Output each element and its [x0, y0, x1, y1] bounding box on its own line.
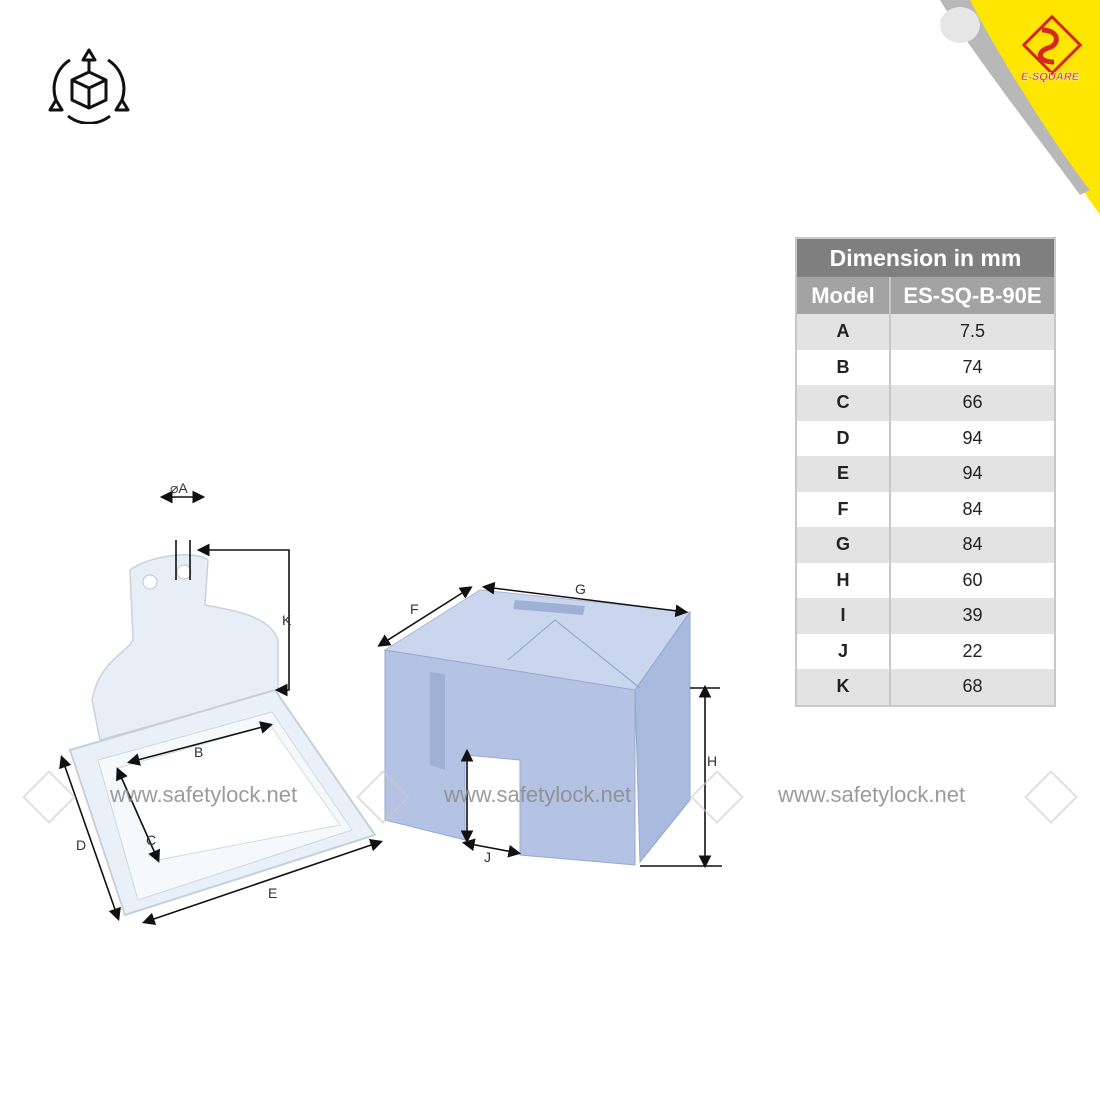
- 3d-rotate-cube-icon: [48, 48, 130, 124]
- label-g: G: [575, 581, 586, 597]
- e-square-logo: E-SQUARE: [940, 0, 1100, 215]
- dimension-key: G: [796, 527, 891, 563]
- dimension-value: 39: [890, 598, 1055, 634]
- cover-box: [383, 589, 691, 866]
- label-e: E: [268, 885, 277, 901]
- dimension-value: 84: [890, 527, 1055, 563]
- dimension-key: A: [796, 314, 891, 350]
- base-plate-with-tag: [68, 554, 377, 917]
- dimension-value: 94: [890, 456, 1055, 492]
- label-j: J: [484, 849, 491, 865]
- dimension-key: K: [796, 669, 891, 706]
- dimension-key: F: [796, 491, 891, 527]
- dimension-value: 68: [890, 669, 1055, 706]
- label-c: C: [146, 832, 156, 848]
- watermark-text: www.safetylock.net: [444, 782, 632, 807]
- label-b: B: [194, 744, 203, 760]
- label-a: ⌀A: [170, 480, 188, 496]
- table-title: Dimension in mm: [796, 238, 1055, 277]
- dimension-value: 22: [890, 633, 1055, 669]
- dimension-value: 94: [890, 420, 1055, 456]
- svg-text:E-SQUARE: E-SQUARE: [1021, 71, 1080, 83]
- dimension-value: 60: [890, 562, 1055, 598]
- dimension-value: 84: [890, 491, 1055, 527]
- model-label: Model: [796, 277, 891, 314]
- watermark-text: www.safetylock.net: [110, 782, 298, 807]
- dimension-key: C: [796, 385, 891, 421]
- dimension-key: H: [796, 562, 891, 598]
- dimension-key: B: [796, 349, 891, 385]
- label-k: K: [282, 612, 292, 628]
- dimension-key: I: [796, 598, 891, 634]
- label-d: D: [76, 837, 86, 853]
- dimension-value: 66: [890, 385, 1055, 421]
- dimension-key: J: [796, 633, 891, 669]
- dimension-key: E: [796, 456, 891, 492]
- model-name: ES-SQ-B-90E: [890, 277, 1055, 314]
- watermark-text: www.safetylock.net: [778, 782, 966, 807]
- label-h: H: [707, 753, 717, 769]
- label-f: F: [410, 601, 419, 617]
- dimension-value: 74: [890, 349, 1055, 385]
- dimension-key: D: [796, 420, 891, 456]
- dimension-lines: [59, 490, 722, 925]
- dimension-value: 7.5: [890, 314, 1055, 350]
